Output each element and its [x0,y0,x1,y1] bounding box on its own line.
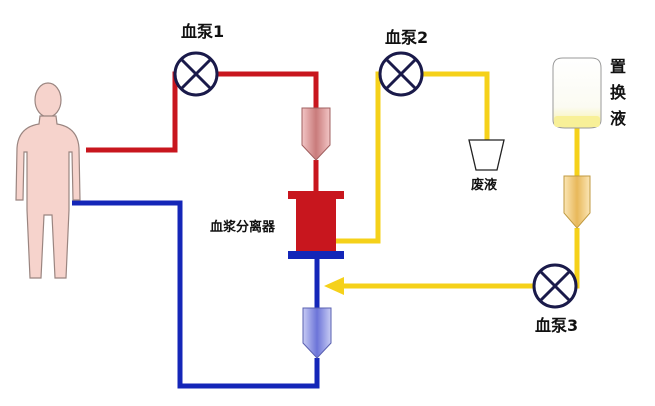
venous-return-line [72,200,320,389]
blue-drip-chamber [302,307,332,359]
plasma-separator [288,191,344,259]
pump-3-label: 血泵3 [535,316,578,335]
waste-container [468,139,505,171]
replacement-label-char-2: 换 [610,83,627,102]
pump-1-label: 血泵1 [181,22,224,41]
patient-figure [15,82,81,279]
blood-pump-3-icon [532,263,578,309]
separator-label: 血浆分离器 [210,219,276,235]
yellow-drip-chamber [563,175,591,229]
replacement-fluid-bag [552,57,602,129]
plasma-waste-line [332,71,490,244]
replacement-label-char-3: 液 [610,109,627,128]
blood-pump-1-icon [173,51,219,97]
flow-arrow-head [324,277,344,295]
replacement-label-char-1: 置 [610,57,626,76]
blood-pump-2-icon [378,51,424,97]
red-drip-chamber [301,107,331,161]
waste-label: 废液 [471,177,497,193]
pump-2-label: 血泵2 [385,28,428,47]
